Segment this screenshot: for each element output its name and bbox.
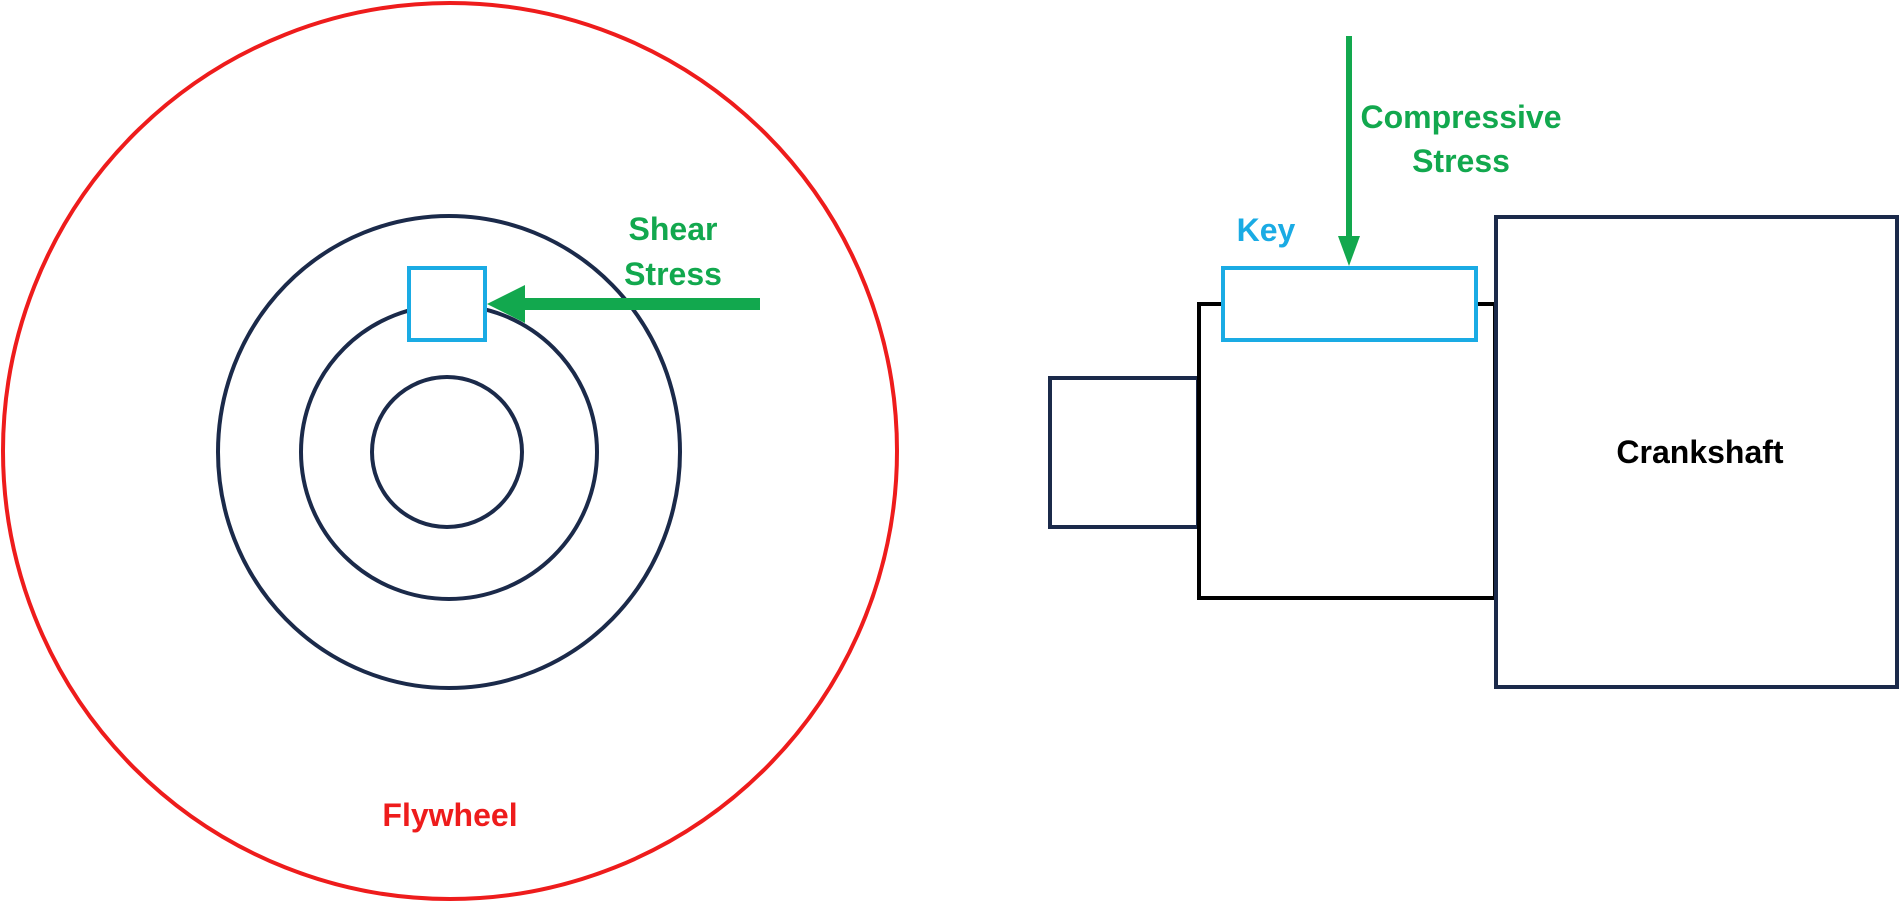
shaft-side-view: Compressive Stress Key Crankshaft [1048,36,1899,689]
key-square [407,266,487,342]
shear-stress-label-line2: Stress [624,256,722,292]
shear-stress-arrow [487,285,760,323]
compressive-stress-label-line1: Compressive [1361,99,1562,135]
flywheel-outer-circle [1,1,899,901]
flywheel-label: Flywheel [382,797,517,833]
compressive-stress-label-line2: Stress [1412,143,1510,179]
hub-rect [1197,302,1497,600]
shaft-end-rect [1048,376,1200,529]
crankshaft-rect [1494,215,1899,689]
crankshaft-label: Crankshaft [1616,434,1784,470]
shear-stress-label-line1: Shear [629,211,718,247]
key-rect [1221,266,1478,342]
key-label: Key [1237,212,1296,248]
shaft-bore-circle [370,375,524,529]
shaft-circle [299,303,599,601]
flywheel-front-view: Shear Stress Flywheel [1,1,899,901]
compressive-stress-arrow [1338,36,1360,266]
hub-outer-circle [216,214,682,690]
